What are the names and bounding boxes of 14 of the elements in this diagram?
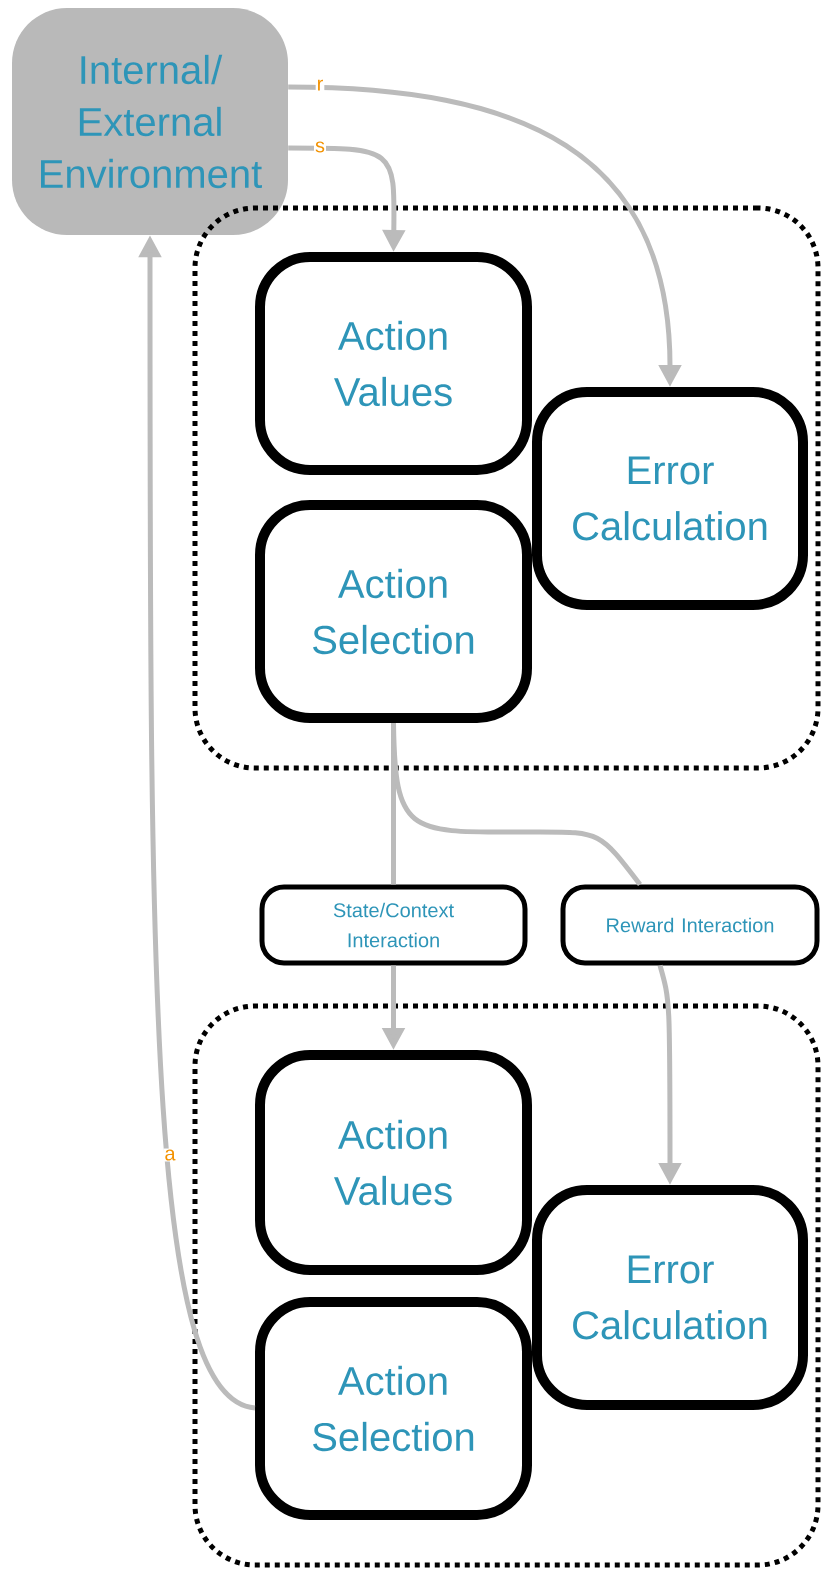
dotted-container [192,205,821,771]
dotted-container [192,1003,821,1568]
process-box: Action Selection [255,500,532,723]
process-box: Action Values [255,252,532,475]
edge-label: s [314,140,326,154]
interaction-box: State/Context Interaction [259,884,528,966]
edge-label: r [315,78,325,92]
environment-box: Internal/ External Environment [12,8,288,235]
process-box: Error Calculation [532,1185,808,1410]
edge-label: a [163,1148,177,1162]
process-box: Action Values [255,1050,532,1275]
process-box: Error Calculation [532,387,808,610]
process-box: Action Selection [255,1297,532,1520]
interaction-box: Reward Interaction [560,884,820,966]
